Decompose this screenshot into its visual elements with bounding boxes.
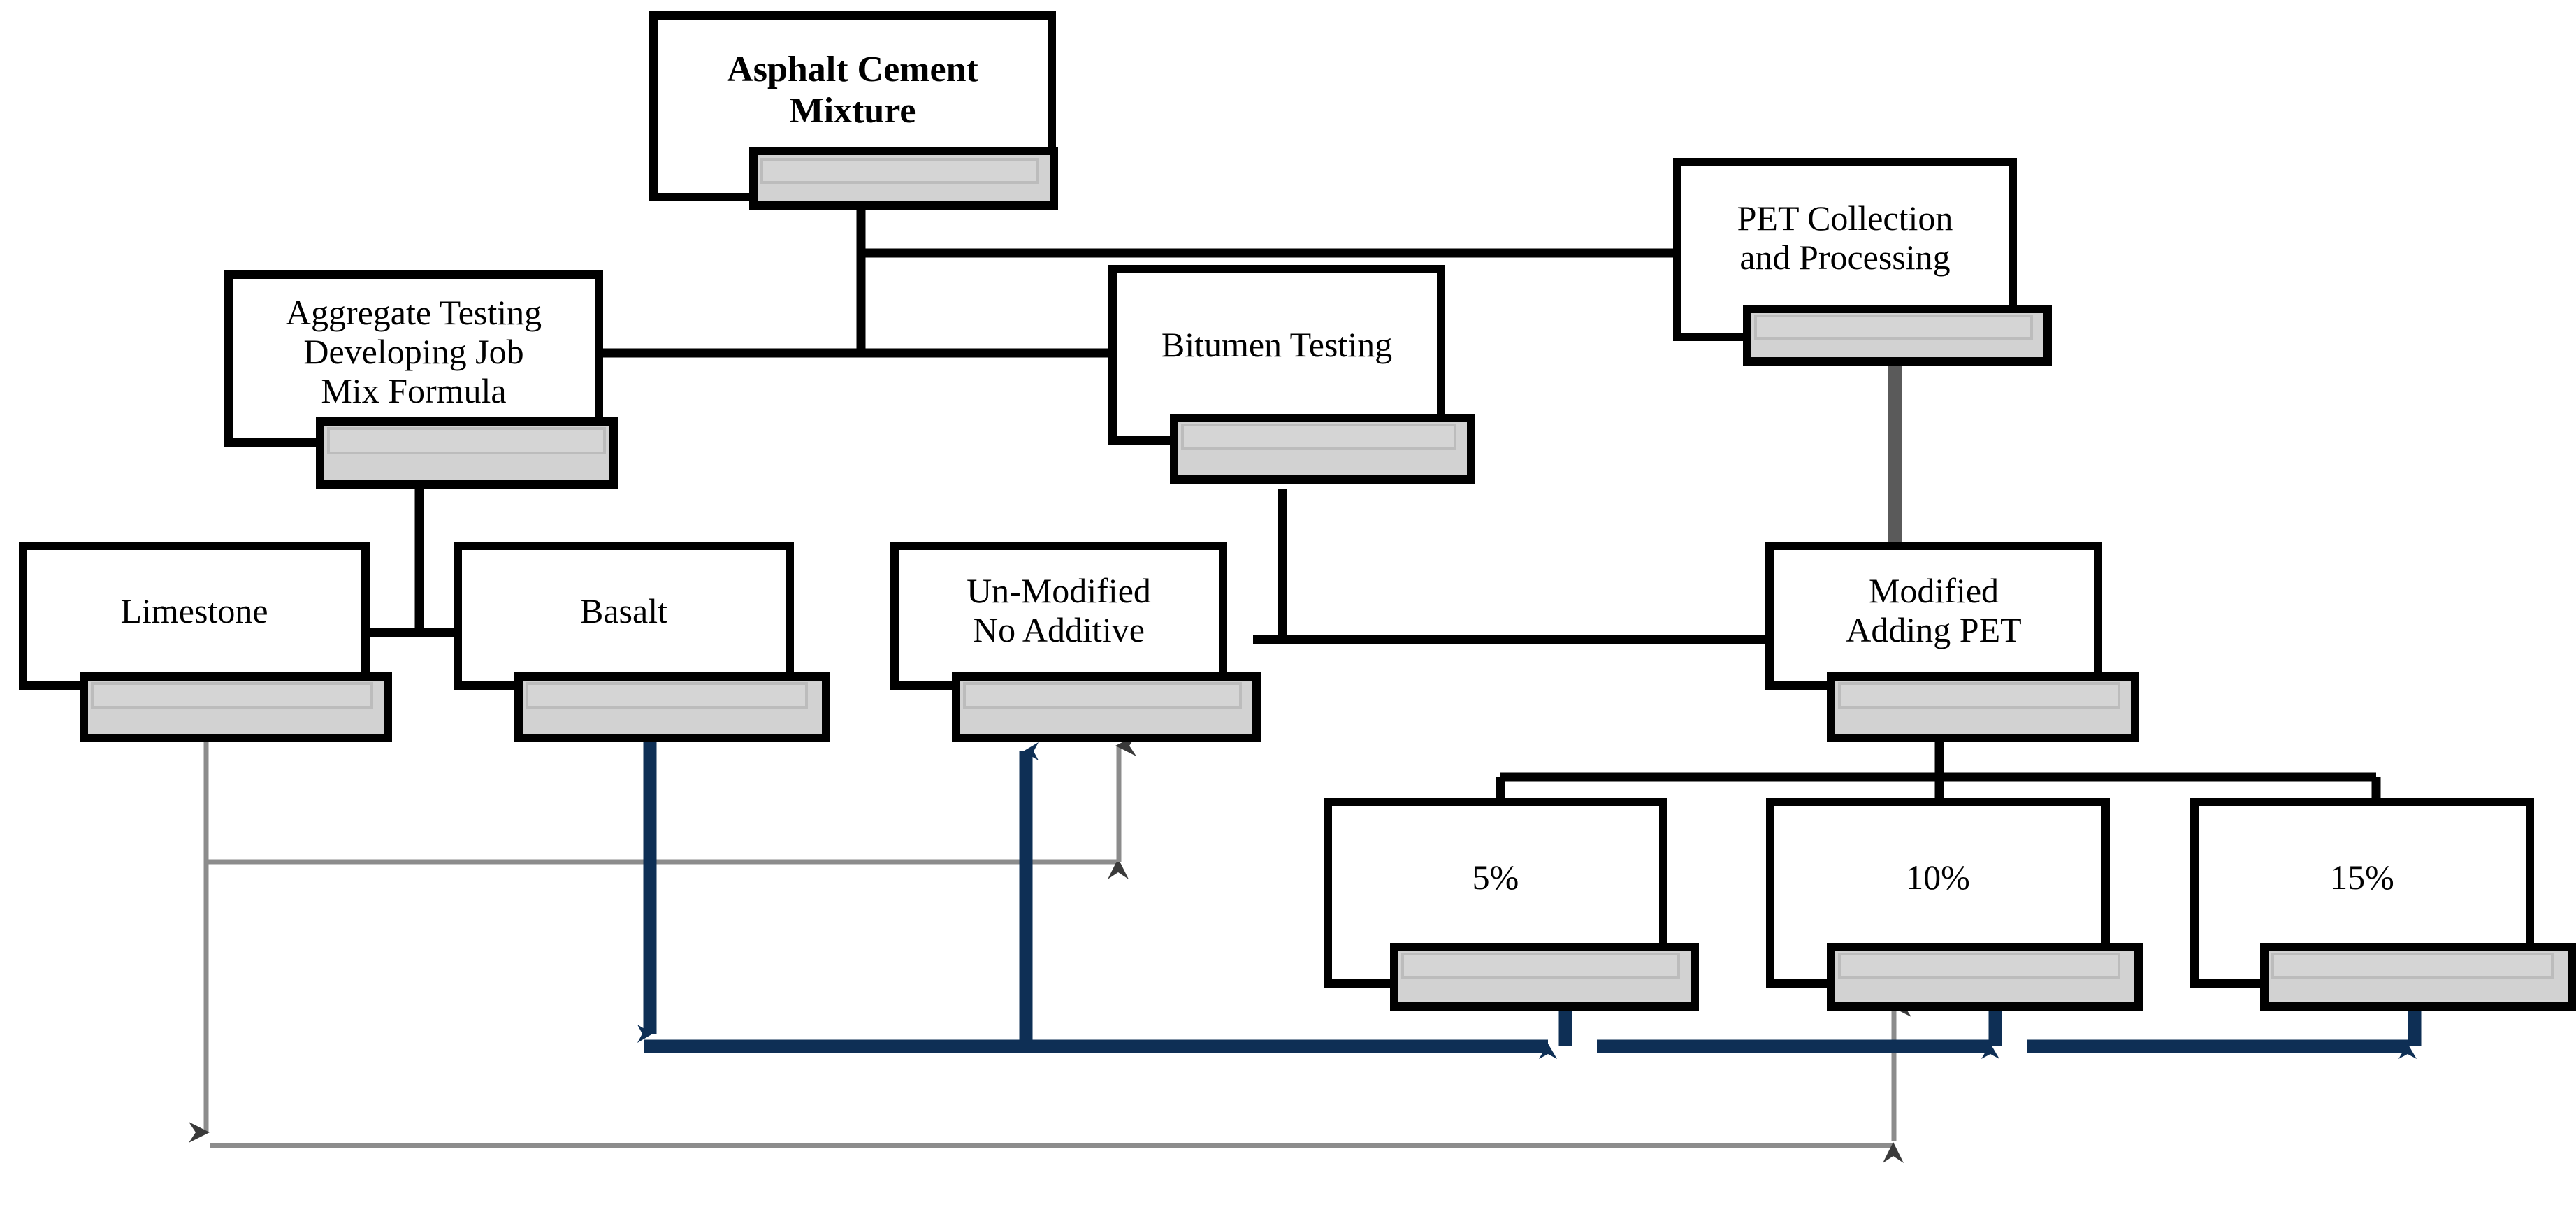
- navy-flow-arrows: [637, 699, 2427, 1059]
- node-boxes-layer: [19, 11, 2576, 1011]
- node-pct-10[interactable]: [1766, 798, 2143, 1011]
- node-basalt[interactable]: [454, 542, 830, 742]
- node-pct-5[interactable]: [1324, 798, 1699, 1011]
- node-un-modified[interactable]: [890, 542, 1261, 742]
- node-aggregate-testing[interactable]: [224, 270, 618, 489]
- node-pct-15[interactable]: [2190, 798, 2576, 1011]
- node-modified-adding-pet[interactable]: [1765, 542, 2139, 742]
- node-limestone[interactable]: [19, 542, 392, 742]
- node-pet-collection[interactable]: [1673, 158, 2052, 366]
- gray-flow-arrows: [189, 735, 1911, 1163]
- edge-limestone-to-unmodified: [203, 741, 1117, 865]
- node-asphalt-cement-mixture[interactable]: [649, 11, 1058, 210]
- node-bitumen-testing[interactable]: [1108, 265, 1475, 484]
